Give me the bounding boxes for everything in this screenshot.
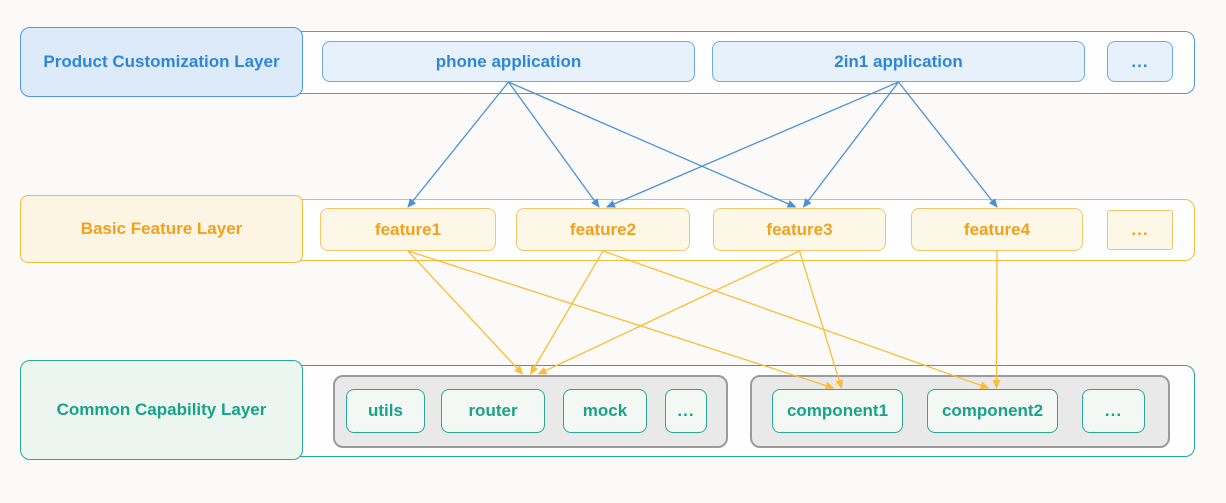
- component1-box: component1: [772, 389, 903, 433]
- arrow-feature1-to-group-base: [407, 250, 524, 375]
- feature2-box: feature2: [516, 208, 690, 251]
- router-box: router: [441, 389, 545, 433]
- feature4-box: feature4: [911, 208, 1083, 251]
- component2-box: component2: [927, 389, 1058, 433]
- product-layer-label: Product Customization Layer: [20, 27, 303, 97]
- phone-application-box: phone application: [322, 41, 695, 82]
- product-more-box: ...: [1107, 41, 1173, 82]
- mock-box: mock: [563, 389, 647, 433]
- arrow-app-2in1-to-feature3: [802, 81, 900, 208]
- components-more-box: ...: [1082, 389, 1145, 433]
- feature-more-box: ...: [1107, 210, 1173, 250]
- arrow-app-phone-to-feature1: [407, 81, 510, 208]
- feature-layer-label: Basic Feature Layer: [20, 195, 303, 263]
- feature1-box: feature1: [320, 208, 496, 251]
- arrow-app-2in1-to-feature2: [606, 81, 899, 208]
- utils-box: utils: [346, 389, 425, 433]
- arrow-feature3-to-group-base: [537, 250, 800, 375]
- base-more-box: ...: [665, 389, 707, 433]
- 2in1-application-box: 2in1 application: [712, 41, 1085, 82]
- arrow-app-phone-to-feature2: [507, 81, 600, 208]
- feature3-box: feature3: [713, 208, 886, 251]
- arrow-feature2-to-group-base: [529, 250, 604, 375]
- arrow-app-2in1-to-feature4: [897, 81, 998, 208]
- common-layer-label: Common Capability Layer: [20, 360, 303, 460]
- arrow-app-phone-to-feature3: [508, 81, 797, 208]
